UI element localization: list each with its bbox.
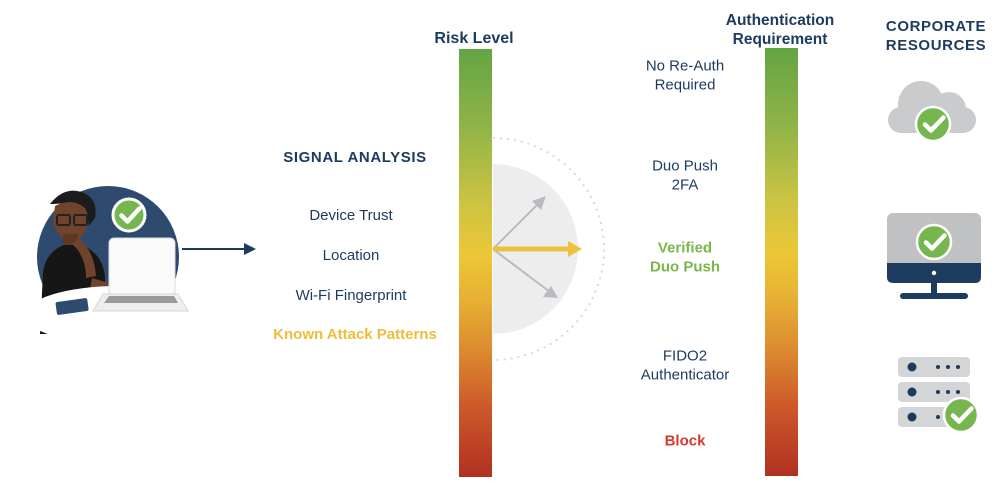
gauge-needle-high bbox=[492, 248, 558, 298]
verified-check-badge bbox=[111, 197, 147, 233]
card-on-table bbox=[55, 298, 89, 315]
user-illustration bbox=[25, 186, 203, 344]
risk-gauge bbox=[492, 137, 605, 361]
auth-level-verified-duo-push: Verified Duo Push bbox=[650, 239, 720, 275]
cloud-resource-icon bbox=[888, 81, 976, 143]
corporate-resources-title: CORPORATE RESOURCES bbox=[885, 18, 987, 54]
gauge-needle-current bbox=[493, 241, 582, 257]
risk-level-gradient-bar bbox=[459, 49, 492, 477]
signal-item-known-attack-patterns: Known Attack Patterns bbox=[273, 326, 437, 343]
servers-check-badge bbox=[942, 396, 980, 434]
gauge-needle-low bbox=[492, 196, 546, 250]
workstation-resource-icon bbox=[887, 213, 981, 299]
cloud-check-badge bbox=[914, 105, 952, 143]
auth-level-block: Block bbox=[664, 432, 706, 450]
signal-item-wifi-fingerprint: Wi-Fi Fingerprint bbox=[295, 287, 407, 304]
signal-item-location: Location bbox=[322, 247, 380, 264]
risk-level-title: Risk Level bbox=[434, 30, 514, 47]
auth-requirement-title: Authentication Requirement bbox=[725, 12, 835, 48]
laptop bbox=[92, 237, 189, 312]
auth-level-duo-push-2fa: Duo Push 2FA bbox=[652, 157, 718, 193]
auth-level-fido2: FIDO2 Authenticator bbox=[640, 347, 730, 383]
flow-arrow-icon bbox=[182, 243, 256, 255]
signal-analysis-title: SIGNAL ANALYSIS bbox=[283, 149, 427, 166]
signal-item-device-trust: Device Trust bbox=[309, 207, 393, 224]
servers-resource-icon bbox=[898, 357, 980, 434]
workstation-check-badge bbox=[915, 223, 953, 261]
auth-requirement-gradient-bar bbox=[765, 48, 798, 476]
auth-level-no-reauth: No Re-Auth Required bbox=[645, 57, 725, 93]
